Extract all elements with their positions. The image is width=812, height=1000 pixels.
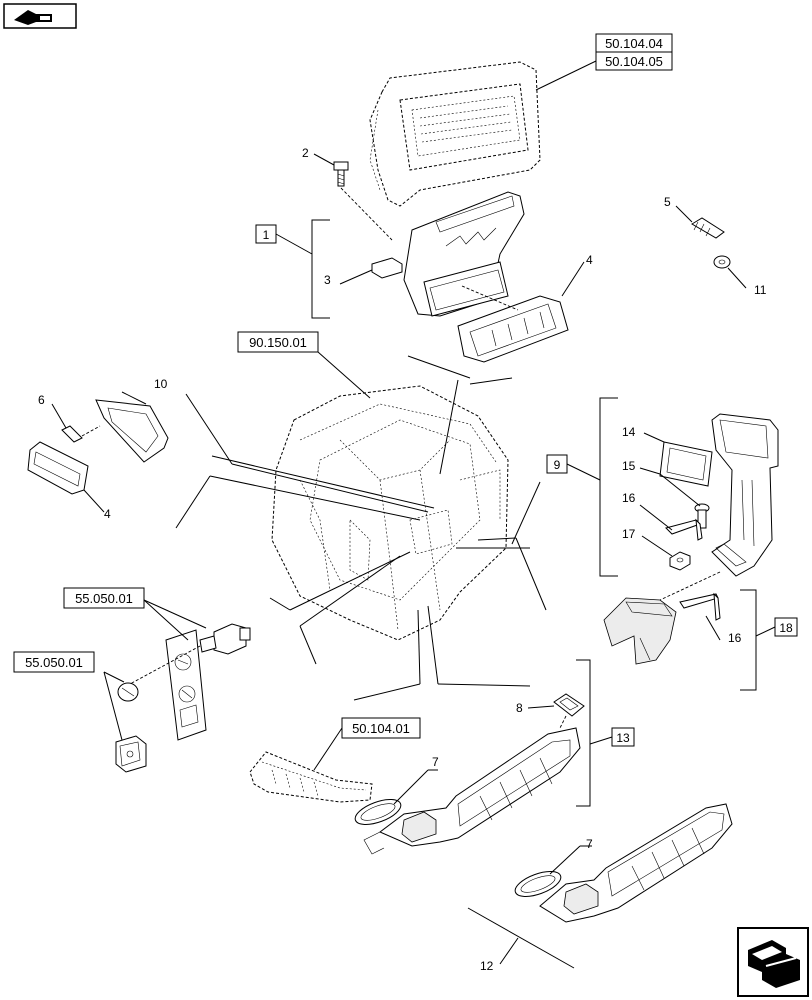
callout-16-lower: 16 bbox=[728, 631, 742, 645]
svg-text:50.104.04: 50.104.04 bbox=[605, 36, 663, 51]
bracket-group-12 bbox=[467, 907, 575, 969]
rotary-switch bbox=[129, 623, 251, 685]
washer-11 bbox=[713, 255, 747, 289]
previous-page-icon[interactable] bbox=[3, 3, 77, 29]
callout-2: 2 bbox=[302, 146, 309, 160]
leaders-55-050-01 bbox=[103, 599, 207, 741]
switch-module bbox=[115, 735, 147, 773]
reference-box-90-150-01[interactable]: 90.150.01 bbox=[237, 331, 319, 353]
callout-12: 12 bbox=[480, 959, 494, 973]
svg-text:13: 13 bbox=[616, 731, 630, 745]
svg-text:50.104.01: 50.104.01 bbox=[352, 721, 410, 736]
callout-10: 10 bbox=[154, 377, 168, 391]
elbow-duct-18 bbox=[603, 597, 677, 665]
side-duct-9 bbox=[659, 413, 779, 601]
clip-3 bbox=[339, 257, 403, 285]
callout-4-left: 4 bbox=[104, 507, 111, 521]
cab-frame bbox=[271, 351, 509, 641]
floor-duct-50-104-01 bbox=[249, 727, 373, 803]
bracket-group-9 bbox=[566, 397, 618, 577]
roof-filter-housing bbox=[369, 60, 597, 207]
bracket-group-18 bbox=[740, 589, 776, 691]
svg-text:50.104.05: 50.104.05 bbox=[605, 54, 663, 69]
callout-5: 5 bbox=[664, 195, 671, 209]
reference-box-55-050-01-a[interactable]: 55.050.01 bbox=[63, 587, 145, 609]
nut-17 bbox=[641, 535, 691, 571]
callout-11: 11 bbox=[754, 283, 767, 297]
next-page-icon[interactable] bbox=[737, 927, 809, 997]
reference-box-50-104-04[interactable]: 50.104.04 bbox=[595, 33, 673, 53]
svg-text:9: 9 bbox=[554, 458, 561, 472]
screw-6 bbox=[51, 403, 101, 443]
gasket-14 bbox=[643, 432, 713, 487]
lower-duct-12 bbox=[539, 803, 733, 923]
callout-3: 3 bbox=[324, 273, 331, 287]
bracket-group-1 bbox=[275, 219, 330, 319]
label-leaders bbox=[428, 467, 661, 847]
bolt-2 bbox=[313, 153, 393, 241]
callout-8: 8 bbox=[516, 701, 523, 715]
callout-7-lower: 7 bbox=[586, 837, 593, 851]
vent-outlet-4-upper bbox=[457, 261, 585, 363]
gasket-10 bbox=[95, 391, 169, 463]
callout-7-upper: 7 bbox=[432, 755, 439, 769]
callout-4-upper: 4 bbox=[586, 253, 593, 267]
clip-16-lower bbox=[679, 592, 721, 641]
reference-box-50-104-01[interactable]: 50.104.01 bbox=[341, 717, 421, 739]
svg-text:55.050.01: 55.050.01 bbox=[25, 655, 83, 670]
ring-7-upper bbox=[354, 769, 429, 825]
callout-labels: 2 3 4 4 5 6 7 7 8 10 11 12 14 15 16 16 1… bbox=[38, 146, 767, 973]
knob bbox=[117, 682, 139, 702]
vent-outlet-4-left bbox=[27, 441, 105, 513]
item-box-18: 18 bbox=[774, 617, 798, 637]
callout-14: 14 bbox=[622, 425, 636, 439]
cab-leader-lines bbox=[175, 355, 547, 701]
reference-box-55-050-01-b[interactable]: 55.050.01 bbox=[13, 651, 95, 673]
callout-17: 17 bbox=[622, 527, 636, 541]
svg-text:55.050.01: 55.050.01 bbox=[75, 591, 133, 606]
control-panel bbox=[165, 629, 207, 741]
item-box-9: 9 bbox=[546, 454, 568, 474]
svg-text:90.150.01: 90.150.01 bbox=[249, 335, 307, 350]
bracket-group-13 bbox=[576, 659, 613, 807]
item-box-1: 1 bbox=[255, 224, 277, 244]
gasket-8 bbox=[527, 693, 585, 729]
svg-text:1: 1 bbox=[263, 228, 270, 242]
svg-text:18: 18 bbox=[779, 621, 793, 635]
front-duct-13 bbox=[363, 727, 581, 855]
reference-box-50-104-05[interactable]: 50.104.05 bbox=[595, 51, 673, 71]
callout-16-upper: 16 bbox=[622, 491, 636, 505]
item-box-13: 13 bbox=[611, 727, 635, 747]
clip-16-upper bbox=[639, 504, 703, 541]
screw-5 bbox=[675, 205, 725, 239]
ring-7-lower bbox=[514, 845, 581, 897]
callout-6: 6 bbox=[38, 393, 45, 407]
bolt-15 bbox=[659, 473, 710, 529]
callout-15: 15 bbox=[622, 459, 636, 473]
air-duct-roof bbox=[403, 191, 525, 317]
